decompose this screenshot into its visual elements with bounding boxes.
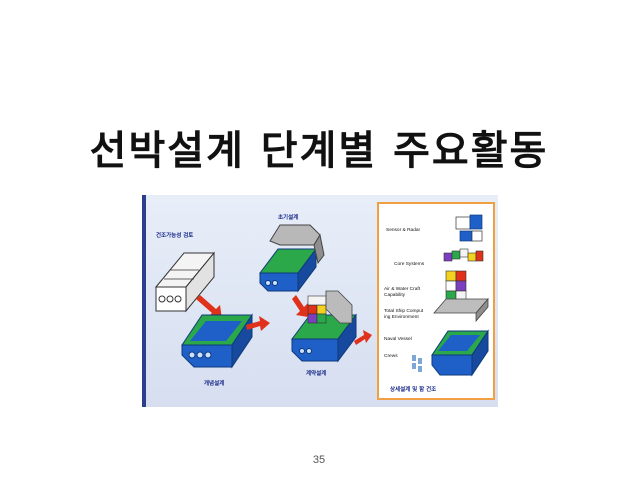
stage-label-concept: 개념설계 bbox=[204, 379, 224, 387]
sensor-radar-pieces bbox=[455, 214, 483, 242]
stage-label-preliminary: 초기설계 bbox=[278, 213, 298, 221]
component-label-capability: Capability bbox=[384, 292, 406, 298]
component-label-core: Core Systems bbox=[394, 261, 425, 267]
stage-label-contract: 계약설계 bbox=[306, 369, 326, 377]
page-title: 선박설계 단계별 주요활동 bbox=[89, 128, 549, 174]
component-label-sensor: Sensor & Radar bbox=[386, 227, 421, 233]
component-label-crews: Crews bbox=[384, 353, 398, 359]
tower-blocks bbox=[445, 270, 467, 302]
contract-hull-with-blocks bbox=[291, 290, 357, 363]
crew-figures bbox=[412, 355, 422, 372]
page-number: 35 bbox=[312, 454, 326, 466]
stage-label-detail: 상세설계 및 함 건조 bbox=[390, 385, 436, 393]
component-label-vessel: Naval Vessel bbox=[384, 336, 412, 342]
diagram-left-edge bbox=[142, 195, 146, 407]
component-label-aircraft: Air & Water Craft bbox=[384, 286, 421, 292]
grey-deck-plate bbox=[433, 297, 489, 323]
preliminary-hull-with-cover bbox=[259, 224, 325, 293]
stage-label-feasibility: 건조가능성 검토 bbox=[156, 231, 193, 239]
core-systems-pieces bbox=[443, 248, 484, 262]
arrow-1 bbox=[196, 295, 222, 319]
component-label-environment: ing Environment bbox=[384, 314, 419, 320]
arrow-2 bbox=[246, 316, 270, 331]
detail-blue-hull bbox=[431, 329, 489, 377]
ship-design-diagram: 건조가능성 검토 개념설계 초기 bbox=[142, 195, 498, 407]
white-block-model bbox=[154, 251, 216, 313]
arrow-3 bbox=[292, 295, 308, 317]
arrow-4 bbox=[354, 330, 372, 345]
component-label-computing: Total Ship Comput bbox=[384, 308, 424, 314]
